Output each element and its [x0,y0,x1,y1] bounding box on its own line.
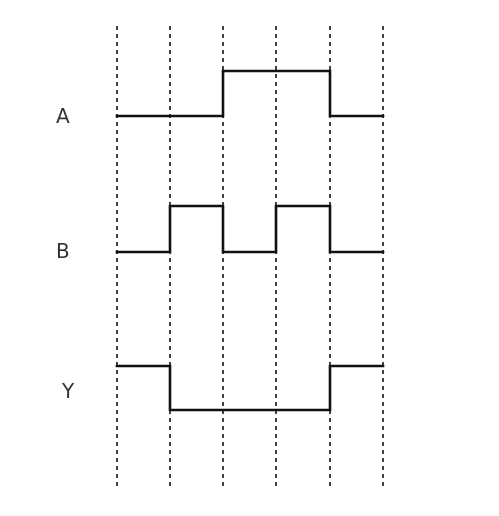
signal-b: B [56,204,385,263]
signal-y-waveform [115,364,385,412]
signal-y: Y [61,364,385,412]
signal-y-label: Y [61,379,75,403]
signal-b-label: B [56,239,70,263]
signal-a: A [56,69,385,128]
signal-a-waveform [115,69,385,118]
signal-a-label: A [56,104,70,128]
time-divider-grid [116,26,384,490]
signal-b-waveform [115,204,385,254]
